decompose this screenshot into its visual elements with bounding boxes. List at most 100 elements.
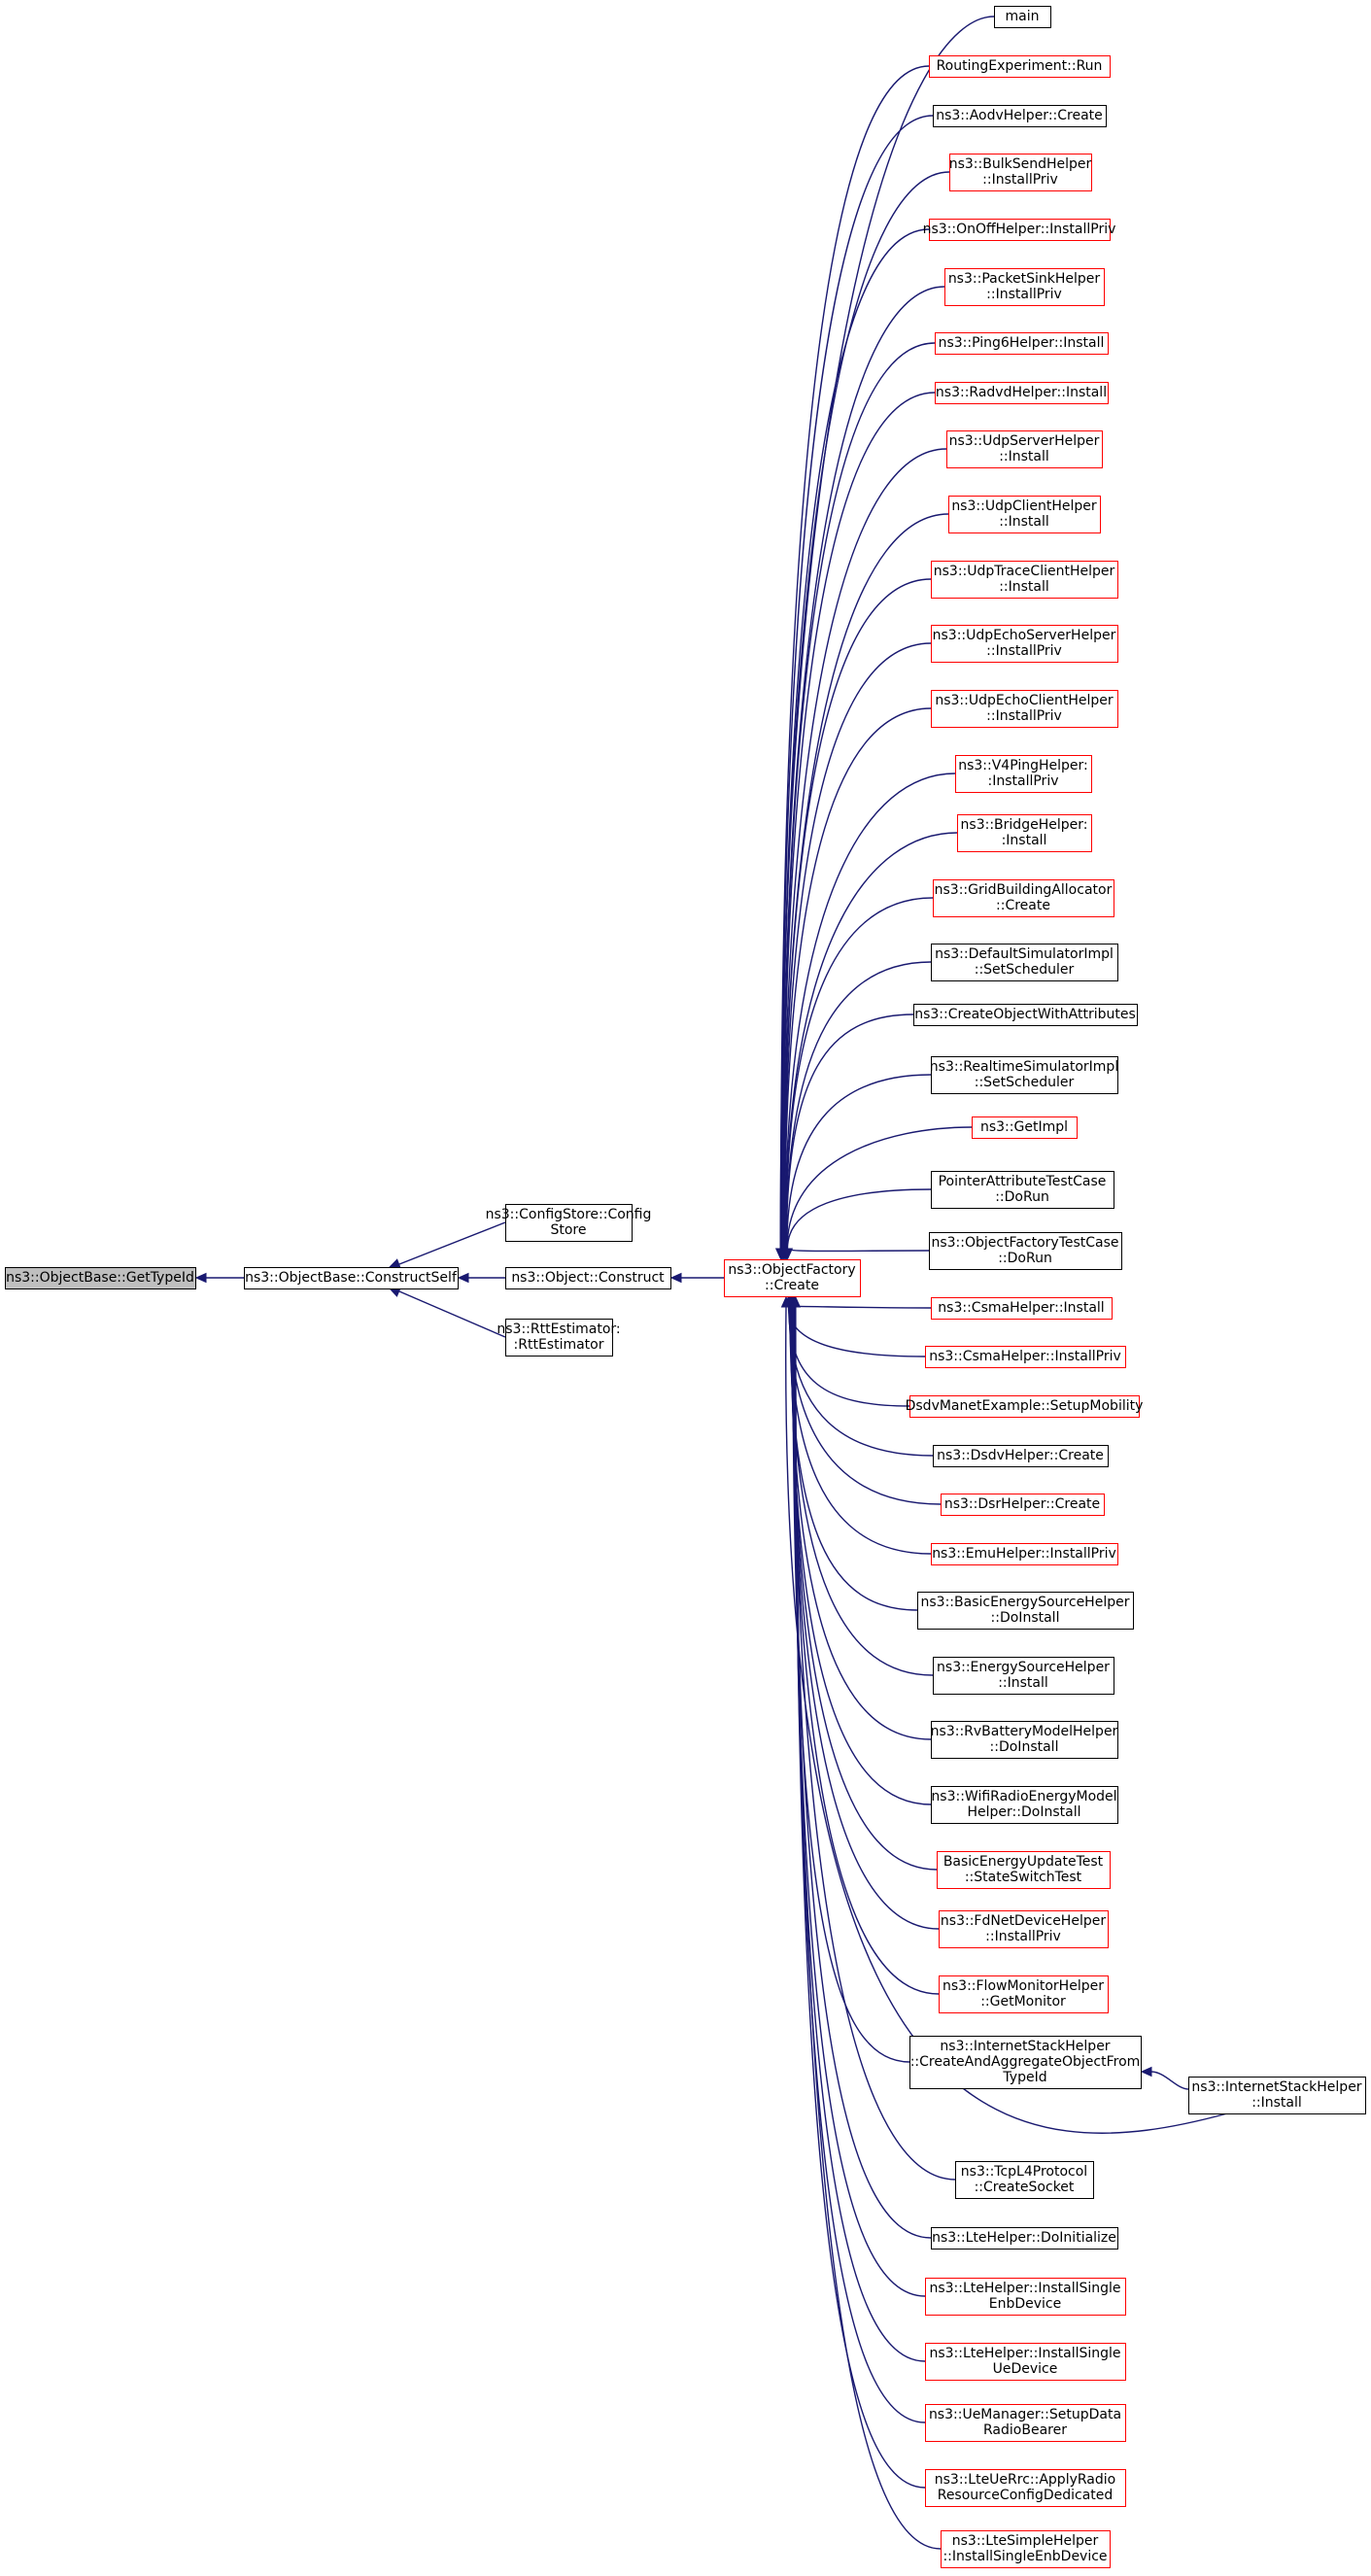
node-udp-echo-server-helper[interactable]: ns3::UdpEchoServerHelper::InstallPriv [931,625,1118,663]
node-lte-helper-do-initialize[interactable]: ns3::LteHelper::DoInitialize [931,2227,1118,2250]
node-label: ns3::CreateObjectWithAttributes [914,1007,1136,1022]
node-box [931,1171,1114,1209]
node-label: ns3::LteHelper::DoInitialize [932,2230,1116,2246]
edge-pointer-attribute-test-case-to-object-factory-create [786,1188,932,1250]
node-internet-stack-helper-install[interactable]: ns3::InternetStackHelper::Install [1188,2077,1366,2114]
node-wifi-radio-energy-model-helper[interactable]: ns3::WifiRadioEnergyModelHelper::DoInsta… [931,1786,1118,1824]
node-label: ::InstallPriv [982,172,1058,188]
node-box [941,1494,1105,1516]
node-v4ping-helper[interactable]: ns3::V4PingHelper::InstallPriv [955,755,1092,793]
node-packet-sink-helper[interactable]: ns3::PacketSinkHelper::InstallPriv [944,268,1105,306]
node-fd-net-device-helper[interactable]: ns3::FdNetDeviceHelper::InstallPriv [939,1910,1109,1948]
node-dsr-helper-create[interactable]: ns3::DsrHelper::Create [941,1494,1105,1516]
node-box [931,1786,1118,1824]
node-label: ns3::WifiRadioEnergyModel [931,1789,1116,1804]
edge-udp-echo-server-helper-to-object-factory-create [783,642,932,1250]
node-box [933,879,1114,917]
edge-udp-echo-client-helper-to-object-factory-create [783,707,932,1250]
node-box [972,1116,1078,1139]
node-internet-stack-helper-create-aggregate[interactable]: ns3::InternetStackHelper::CreateAndAggre… [909,2036,1142,2089]
node-box [909,2036,1142,2089]
node-rv-battery-model-helper[interactable]: ns3::RvBatteryModelHelper::DoInstall [931,1721,1118,1759]
node-construct-self[interactable]: ns3::ObjectBase::ConstructSelf [244,1267,459,1289]
node-label: RadioBearer [983,2422,1067,2438]
node-dsdv-manet-example[interactable]: DsdvManetExample::SetupMobility [906,1395,1144,1418]
node-box [944,268,1105,306]
edge-arrowhead [790,1295,802,1308]
node-label: ns3::UdpEchoServerHelper [933,628,1116,643]
node-label: ns3::LteUeRrc::ApplyRadio [935,2472,1115,2488]
node-box [931,561,1118,599]
edge-layer [194,16,1228,2550]
node-csma-helper-install-priv[interactable]: ns3::CsmaHelper::InstallPriv [925,1346,1126,1368]
node-rtt-estimator[interactable]: ns3::RttEstimator::RttEstimator [497,1319,621,1357]
node-routing-experiment-run[interactable]: RoutingExperiment::Run [929,55,1111,78]
node-label: ::Create [765,1278,819,1293]
node-object-factory-test-case[interactable]: ns3::ObjectFactoryTestCase::DoRun [929,1232,1122,1270]
node-main[interactable]: main [994,6,1051,28]
node-label: ns3::LteSimpleHelper [952,2533,1099,2549]
node-label: ::SetScheduler [975,962,1075,978]
node-udp-client-helper[interactable]: ns3::UdpClientHelper::Install [948,496,1101,533]
node-label: ::InstallPriv [986,643,1062,659]
node-udp-trace-client-helper[interactable]: ns3::UdpTraceClientHelper::Install [931,561,1118,599]
edge-routing-experiment-run-to-object-factory-create [779,65,930,1250]
node-udp-server-helper[interactable]: ns3::UdpServerHelper::Install [946,430,1103,468]
node-box [935,382,1109,404]
node-box [939,1975,1109,2013]
edge-v4ping-helper-to-object-factory-create [784,773,956,1250]
edge-create-object-with-attributes-to-object-factory-create [785,1013,914,1250]
node-create-object-with-attributes[interactable]: ns3::CreateObjectWithAttributes [913,1004,1138,1026]
node-tcp-l4-protocol[interactable]: ns3::TcpL4Protocol::CreateSocket [955,2161,1094,2199]
node-config-store[interactable]: ns3::ConfigStore::ConfigStore [486,1204,652,1242]
node-box [505,1204,633,1242]
node-label: ns3::DsdvHelper::Create [937,1448,1104,1463]
node-get-impl[interactable]: ns3::GetImpl [972,1116,1078,1139]
node-basic-energy-update-test[interactable]: BasicEnergyUpdateTest::StateSwitchTest [937,1851,1111,1889]
node-dsdv-helper-create[interactable]: ns3::DsdvHelper::Create [933,1445,1109,1467]
node-box [724,1259,861,1297]
node-label: ns3::GridBuildingAllocator [935,882,1113,898]
node-label: main [1006,9,1040,24]
node-root: ns3::ObjectBase::GetTypeId [5,1267,196,1289]
node-realtime-simulator-impl[interactable]: ns3::RealtimeSimulatorImpl::SetScheduler [930,1056,1118,1094]
edge-ping6-helper-to-object-factory-create [781,342,936,1250]
node-csma-helper-install[interactable]: ns3::CsmaHelper::Install [931,1297,1113,1320]
node-bridge-helper[interactable]: ns3::BridgeHelper::Install [957,814,1092,852]
node-label: ns3::UeManager::SetupData [929,2407,1121,2422]
node-on-off-helper[interactable]: ns3::OnOffHelper::InstallPriv [923,219,1116,241]
node-lte-ue-rrc[interactable]: ns3::LteUeRrc::ApplyRadioResourceConfigD… [925,2469,1126,2507]
node-object-factory-create[interactable]: ns3::ObjectFactory::Create [724,1259,861,1297]
node-flow-monitor-helper[interactable]: ns3::FlowMonitorHelper::GetMonitor [939,1975,1109,2013]
node-box [933,105,1107,127]
node-bulk-send-helper[interactable]: ns3::BulkSendHelper::InstallPriv [949,154,1092,191]
node-aodv-helper-create[interactable]: ns3::AodvHelper::Create [933,105,1107,127]
node-emu-helper[interactable]: ns3::EmuHelper::InstallPriv [931,1543,1118,1565]
edge-radvd-helper-to-object-factory-create [781,392,936,1250]
node-pointer-attribute-test-case[interactable]: PointerAttributeTestCase::DoRun [931,1171,1114,1209]
node-box [957,814,1092,852]
node-ping6-helper[interactable]: ns3::Ping6Helper::Install [935,332,1109,355]
node-lte-helper-install-single-enb[interactable]: ns3::LteHelper::InstallSingleEnbDevice [925,2278,1126,2316]
node-box [931,944,1118,981]
node-label: ns3::V4PingHelper: [958,758,1088,773]
node-box [994,6,1051,28]
node-label: ns3::ObjectBase::GetTypeId [6,1270,194,1286]
node-box [929,55,1111,78]
node-grid-building-allocator[interactable]: ns3::GridBuildingAllocator::Create [933,879,1114,917]
node-lte-simple-helper[interactable]: ns3::LteSimpleHelper::InstallSingleEnbDe… [941,2530,1111,2568]
node-radvd-helper[interactable]: ns3::RadvdHelper::Install [935,382,1109,404]
edge-internet-stack-helper-install-to-internet-stack-helper-create-aggregate [1150,2071,1189,2090]
node-energy-source-helper[interactable]: ns3::EnergySourceHelper::Install [933,1657,1114,1695]
node-basic-energy-source-helper[interactable]: ns3::BasicEnergySourceHelper::DoInstall [917,1592,1134,1630]
node-default-simulator-impl[interactable]: ns3::DefaultSimulatorImpl::SetScheduler [931,944,1118,981]
node-udp-echo-client-helper[interactable]: ns3::UdpEchoClientHelper::InstallPriv [931,690,1118,728]
node-label: ResourceConfigDedicated [938,2488,1114,2503]
edge-object-factory-test-case-to-object-factory-create [787,1248,930,1253]
node-label: ::Create [996,898,1050,913]
edge-internet-stack-helper-create-aggregate-to-object-factory-create [792,1306,910,2063]
node-object-construct[interactable]: ns3::Object::Construct [505,1267,671,1289]
node-label: ns3::DefaultSimulatorImpl [935,946,1114,962]
